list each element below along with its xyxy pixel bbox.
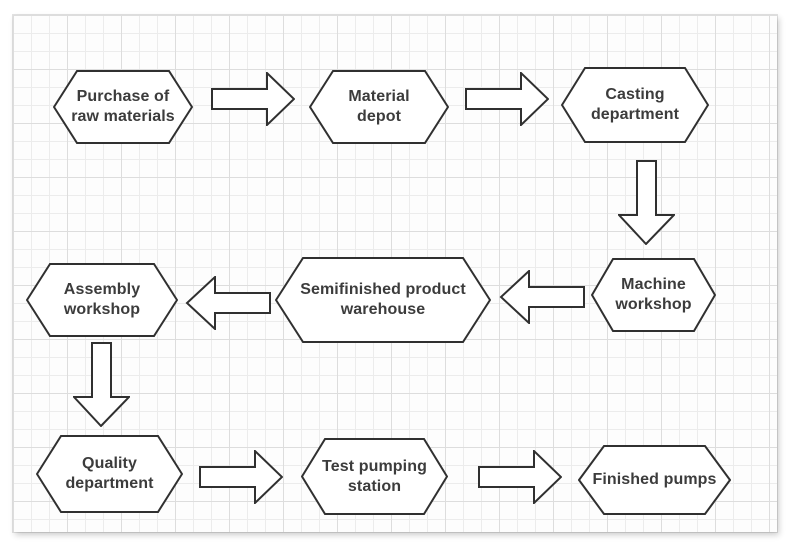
node-label: Test pumping station [322, 457, 427, 495]
hexagon-shape [578, 445, 731, 515]
arrow-left-machine-to-warehouse [499, 270, 585, 324]
node-label: Casting department [590, 86, 680, 123]
hexagon-shape [275, 257, 491, 343]
node-label: Finished pumps [592, 471, 717, 488]
arrow-down-assembly-to-quality [73, 342, 130, 427]
hexagon-shape [53, 70, 193, 144]
node-machine-workshop: Machine workshop [591, 258, 716, 332]
node-semifinished-product-warehouse: Semifinished product warehouse [275, 257, 491, 343]
node-material-depot: Material depot [309, 70, 449, 144]
hexagon-shape [301, 438, 448, 515]
hexagon-shape [591, 258, 716, 332]
arrow-down-casting-to-machine [618, 160, 675, 245]
hexagon-shape [36, 435, 183, 513]
hexagon-shape [309, 70, 449, 144]
arrow-right-test-to-finished [478, 450, 562, 504]
arrow-right-material-to-casting [465, 72, 549, 126]
arrow-right-quality-to-test [199, 450, 283, 504]
arrow-left-warehouse-to-assembly [185, 276, 271, 330]
node-test-pumping-station: Test pumping station [301, 438, 448, 515]
node-finished-pumps: Finished pumps [578, 445, 731, 515]
node-assembly-workshop: Assembly workshop [26, 263, 178, 337]
node-label: Machine workshop [615, 276, 692, 313]
node-label: Semifinished product warehouse [300, 281, 466, 318]
node-quality-department: Quality department [36, 435, 183, 513]
hexagon-shape [26, 263, 178, 337]
grid-paper-canvas: Purchase of raw materials Material depot… [13, 15, 777, 532]
node-label: Material depot [348, 88, 410, 125]
node-casting-department: Casting department [561, 67, 709, 143]
node-purchase-raw-materials: Purchase of raw materials [53, 70, 193, 144]
arrow-right-purchase-to-material [211, 72, 295, 126]
node-label: Purchase of raw materials [71, 88, 175, 125]
node-label: Assembly workshop [63, 281, 141, 318]
hexagon-shape [561, 67, 709, 143]
node-label: Quality department [65, 455, 154, 492]
